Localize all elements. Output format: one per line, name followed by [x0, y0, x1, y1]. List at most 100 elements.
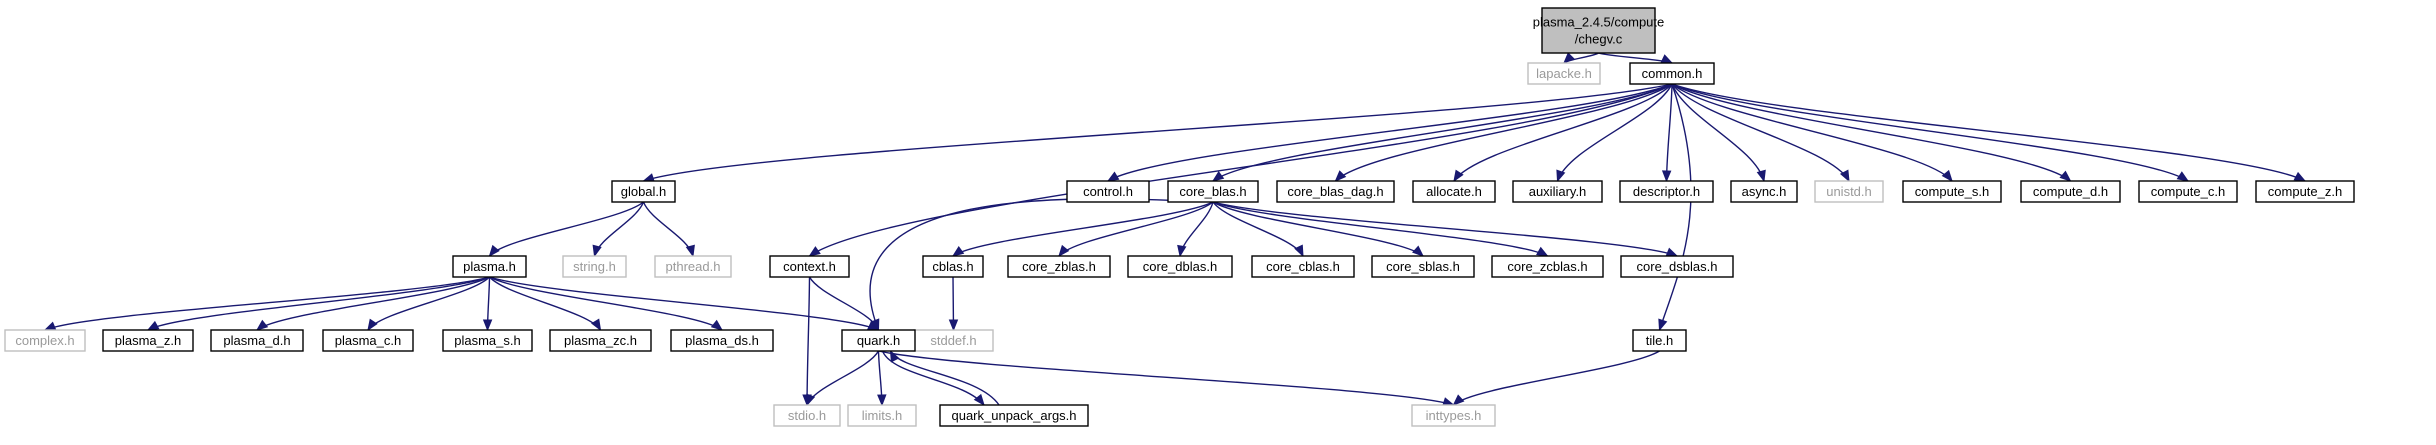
node-quark_unpack[interactable]: quark_unpack_args.h — [939, 404, 1089, 427]
node-box — [922, 255, 984, 278]
edge-line — [1665, 83, 1673, 182]
node-stddef: stddef.h — [913, 329, 994, 352]
edge-quark-to-quark_unpack — [881, 350, 985, 407]
edge-plasma-to-plasma_ds — [489, 276, 724, 331]
node-box — [2020, 180, 2121, 203]
node-label: global.h — [621, 184, 667, 199]
node-compute_d[interactable]: compute_d.h — [2020, 180, 2121, 203]
edge-arrowhead — [1839, 169, 1850, 183]
node-core_dblas[interactable]: core_dblas.h — [1127, 255, 1233, 278]
node-label: stdio.h — [788, 408, 826, 423]
edge-common-to-descriptor — [1661, 83, 1673, 183]
edge-line — [1671, 83, 2306, 182]
node-control[interactable]: control.h — [1066, 180, 1150, 203]
edge-common-to-global — [642, 83, 1673, 183]
node-descriptor[interactable]: descriptor.h — [1619, 180, 1714, 203]
node-cblas[interactable]: cblas.h — [922, 255, 984, 278]
edge-arrowhead — [146, 320, 160, 331]
node-label: string.h — [573, 259, 616, 274]
edge-global-to-plasma — [488, 201, 644, 258]
edge-common-to-auxiliary — [1556, 83, 1673, 183]
node-core_blas_dag[interactable]: core_blas_dag.h — [1276, 180, 1395, 203]
node-label: quark.h — [857, 333, 900, 348]
edge-common-to-compute_s — [1671, 83, 1953, 183]
node-plasma_d[interactable]: plasma_d.h — [210, 329, 304, 352]
node-compute_z[interactable]: compute_z.h — [2255, 180, 2355, 203]
edge-line — [488, 276, 602, 331]
node-label: compute_z.h — [2268, 184, 2342, 199]
edge-common-to-unistd — [1671, 83, 1850, 183]
node-core_zblas[interactable]: core_zblas.h — [1007, 255, 1111, 278]
edge-global-to-pthread — [642, 201, 695, 258]
node-global[interactable]: global.h — [611, 180, 676, 203]
edge-arrowhead — [808, 246, 821, 257]
node-label: plasma_c.h — [335, 333, 401, 348]
node-plasma_z[interactable]: plasma_z.h — [102, 329, 194, 352]
edge-arrowhead — [1453, 169, 1464, 183]
edge-arrowhead — [592, 244, 602, 258]
node-box — [1902, 180, 2002, 203]
node-box — [452, 255, 527, 278]
node-plasma_s[interactable]: plasma_s.h — [442, 329, 533, 352]
edge-common-to-compute_z — [1671, 83, 2307, 182]
edge-arrowhead — [2176, 171, 2190, 182]
edge-line — [1212, 201, 1678, 257]
edge-tile-to-inttypes — [1452, 350, 1660, 406]
node-box — [773, 404, 841, 427]
edge-arrowhead — [482, 319, 493, 332]
edge-line — [643, 83, 1673, 182]
node-compute_c[interactable]: compute_c.h — [2138, 180, 2238, 203]
node-plasma_ds[interactable]: plasma_ds.h — [670, 329, 774, 352]
edge-line — [1598, 52, 1673, 64]
node-box — [549, 329, 652, 352]
edge-quark-to-inttypes — [878, 350, 1455, 407]
edge-arrowhead — [1658, 318, 1668, 332]
edge-line — [593, 201, 645, 257]
node-label: /chegv.c — [1575, 32, 1623, 47]
node-box — [1512, 180, 1603, 203]
edge-arrowhead — [1536, 246, 1549, 257]
edge-arrowhead — [1294, 244, 1304, 258]
node-label: compute_d.h — [2033, 184, 2108, 199]
node-plasma_zc[interactable]: plasma_zc.h — [549, 329, 652, 352]
node-common[interactable]: common.h — [1629, 62, 1715, 85]
edge-plasma-to-complex — [43, 276, 490, 331]
edge-core_blas-to-core_zblas — [1058, 201, 1214, 258]
node-core_sblas[interactable]: core_sblas.h — [1371, 255, 1475, 278]
node-label: unistd.h — [1826, 184, 1872, 199]
node-label: common.h — [1642, 66, 1703, 81]
node-box — [654, 255, 732, 278]
node-label: allocate.h — [1426, 184, 1482, 199]
edge-plasma-to-plasma_c — [367, 276, 490, 332]
node-auxiliary[interactable]: auxiliary.h — [1512, 180, 1603, 203]
edge-line — [1671, 83, 1953, 182]
node-async[interactable]: async.h — [1730, 180, 1798, 203]
edge-line — [1212, 201, 1424, 257]
edge-line — [147, 276, 490, 331]
node-quark[interactable]: quark.h — [841, 329, 916, 352]
node-plasma[interactable]: plasma.h — [452, 255, 527, 278]
edge-arrowhead — [2059, 170, 2072, 182]
node-box — [1632, 329, 1687, 352]
edge-plasma-to-plasma_d — [255, 276, 490, 331]
node-label: core_dsblas.h — [1637, 259, 1718, 274]
node-compute_s[interactable]: compute_s.h — [1902, 180, 2002, 203]
node-label: core_zcblas.h — [1507, 259, 1587, 274]
node-label: complex.h — [15, 333, 74, 348]
node-core_zcblas[interactable]: core_zcblas.h — [1491, 255, 1604, 278]
node-label: async.h — [1742, 184, 1787, 199]
node-core_dsblas[interactable]: core_dsblas.h — [1620, 255, 1734, 278]
edge-line — [1212, 83, 1673, 182]
node-allocate[interactable]: allocate.h — [1412, 180, 1496, 203]
node-tile[interactable]: tile.h — [1632, 329, 1687, 352]
edge-line — [1058, 201, 1214, 257]
node-box — [1412, 180, 1496, 203]
node-context[interactable]: context.h — [769, 255, 850, 278]
node-root: plasma_2.4.5/compute/chegv.c — [1533, 7, 1664, 54]
node-core_cblas[interactable]: core_cblas.h — [1251, 255, 1355, 278]
node-plasma_c[interactable]: plasma_c.h — [322, 329, 414, 352]
edge-arrowhead — [1556, 169, 1566, 183]
edge-arrowhead — [1661, 170, 1672, 183]
node-box — [939, 404, 1089, 427]
node-core_blas[interactable]: core_blas.h — [1167, 180, 1259, 203]
